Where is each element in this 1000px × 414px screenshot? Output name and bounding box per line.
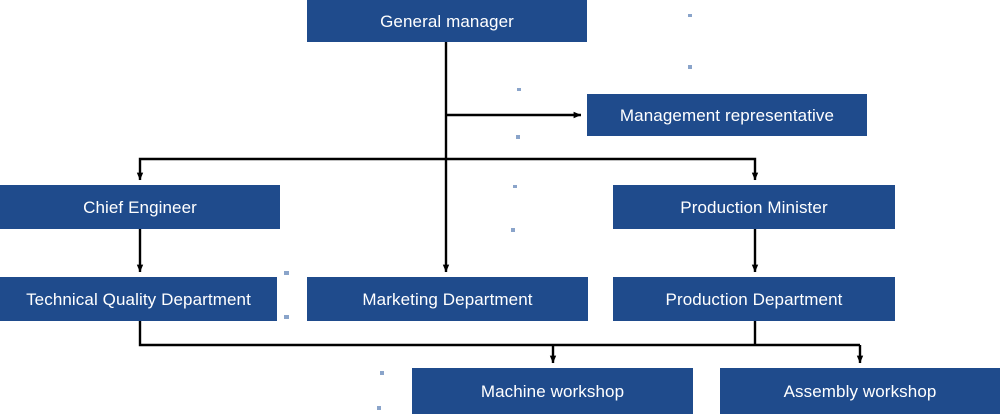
- artifact-speck: [284, 271, 289, 275]
- artifact-speck: [284, 315, 289, 319]
- node-production-minister[interactable]: Production Minister: [613, 185, 895, 229]
- node-general-manager[interactable]: General manager: [307, 0, 587, 42]
- artifact-speck: [511, 228, 515, 232]
- node-machine-workshop[interactable]: Machine workshop: [412, 368, 693, 414]
- node-label: Machine workshop: [480, 381, 625, 401]
- node-chief-engineer[interactable]: Chief Engineer: [0, 185, 280, 229]
- artifact-speck: [513, 185, 517, 188]
- node-production-department[interactable]: Production Department: [613, 277, 895, 321]
- edge-bottom-bus: [138, 321, 860, 347]
- edge-gm-to-chief-engineer: [136, 157, 446, 181]
- node-label: Management representative: [619, 105, 835, 125]
- artifact-speck: [380, 371, 384, 375]
- node-label: Technical Quality Department: [26, 289, 251, 309]
- node-label: General manager: [380, 11, 514, 31]
- artifact-speck: [688, 14, 692, 17]
- node-label: Marketing Department: [362, 289, 533, 309]
- edge-gm-to-production-minister: [446, 157, 759, 181]
- node-technical-quality-department[interactable]: Technical Quality Department: [0, 277, 277, 321]
- node-label: Assembly workshop: [783, 381, 937, 401]
- artifact-speck: [517, 88, 521, 91]
- node-label: Production Department: [665, 289, 843, 309]
- node-label: Chief Engineer: [83, 197, 197, 217]
- node-management-representative[interactable]: Management representative: [587, 94, 867, 136]
- artifact-speck: [377, 406, 381, 410]
- node-label: Production Minister: [680, 197, 828, 217]
- artifact-speck: [516, 135, 520, 139]
- artifact-speck: [688, 65, 692, 69]
- node-assembly-workshop[interactable]: Assembly workshop: [720, 368, 1000, 414]
- node-marketing-department[interactable]: Marketing Department: [307, 277, 588, 321]
